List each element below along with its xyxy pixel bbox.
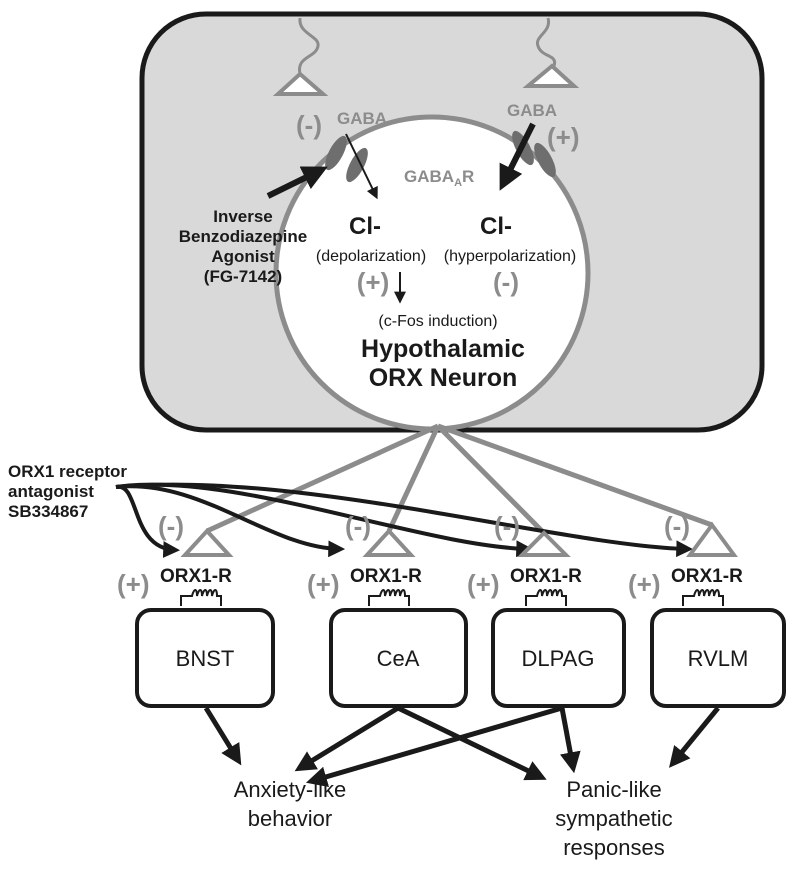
antagonist-label: ORX1 receptor antagonist SB334867 (8, 462, 127, 521)
gaba-label-right: GABA (507, 101, 557, 120)
plus-receptor-rvlm: (+) (628, 569, 661, 599)
antagonist-arrows (115, 482, 694, 558)
neuron-title-line1: Hypothalamic (361, 335, 525, 363)
region-label-bnst: BNST (176, 646, 235, 671)
region-label-dlpag: DLPAG (522, 646, 595, 671)
neuron-title-line2: ORX Neuron (369, 364, 518, 392)
region-label-rvlm: RVLM (688, 646, 749, 671)
minus-terminal-dlpag: (-) (494, 511, 520, 541)
minus-terminal-bnst: (-) (158, 511, 184, 541)
svg-text:Benzodiazepine: Benzodiazepine (179, 227, 307, 246)
receptor-coils (180, 589, 724, 606)
minus-inner-label: (-) (493, 267, 519, 297)
svg-text:Panic-like: Panic-like (566, 777, 661, 802)
region-label-cea: CeA (377, 646, 420, 671)
svg-text:SB334867: SB334867 (8, 502, 88, 521)
plus-receptor-cea: (+) (307, 569, 340, 599)
cl-label-left: Cl- (349, 213, 381, 240)
anxiety-outcome-label: Anxiety-like behavior (234, 777, 346, 831)
svg-text:(FG-7142): (FG-7142) (204, 267, 282, 286)
depolarization-label: (depolarization) (316, 248, 426, 265)
minus-terminal-cea: (-) (345, 511, 371, 541)
svg-text:Anxiety-like: Anxiety-like (234, 777, 346, 802)
plus-inner-label: (+) (357, 267, 390, 297)
gaba-label-left: GABA (337, 109, 387, 128)
gaba-a-receptor-left (325, 135, 368, 183)
cl-label-right: Cl- (480, 213, 512, 240)
receptor-label-cea: ORX1-R (350, 566, 422, 587)
orx-projections (205, 423, 713, 535)
svg-text:behavior: behavior (248, 806, 332, 831)
receptor-label-dlpag: ORX1-R (510, 566, 582, 587)
receptor-label-rvlm: ORX1-R (671, 566, 743, 587)
cl-flow-arrow-left (345, 133, 378, 200)
plus-receptor-bnst: (+) (117, 569, 150, 599)
svg-text:Agonist: Agonist (211, 247, 275, 266)
svg-text:sympathetic: sympathetic (555, 806, 672, 831)
inverse-agonist-label: Inverse Benzodiazepine Agonist (FG-7142) (179, 207, 307, 286)
gaba-a-receptor-label: GABAAR (404, 167, 474, 189)
cfos-label: (c-Fos induction) (378, 313, 497, 330)
svg-text:antagonist: antagonist (8, 482, 94, 501)
hyperpolarization-label: (hyperpolarization) (444, 248, 577, 265)
svg-text:Inverse: Inverse (213, 207, 273, 226)
receptor-label-bnst: ORX1-R (160, 566, 232, 587)
target-labels: (-) (-) (-) (-) (+) (+) (+) (+) ORX1-R O… (117, 511, 748, 671)
svg-text:ORX1 receptor: ORX1 receptor (8, 462, 127, 481)
plus-right-label: (+) (547, 122, 580, 152)
presynaptic-terminals (272, 17, 580, 96)
agonist-arrow (266, 166, 328, 199)
target-terminals (180, 521, 738, 557)
output-arrows (203, 705, 720, 787)
region-boxes (135, 608, 786, 708)
svg-text:responses: responses (563, 835, 665, 860)
panic-outcome-label: Panic-like sympathetic responses (555, 777, 672, 860)
plus-receptor-dlpag: (+) (467, 569, 500, 599)
minus-terminal-rvlm: (-) (664, 511, 690, 541)
minus-left-label: (-) (296, 110, 322, 140)
cl-flow-arrow-right (499, 122, 536, 191)
